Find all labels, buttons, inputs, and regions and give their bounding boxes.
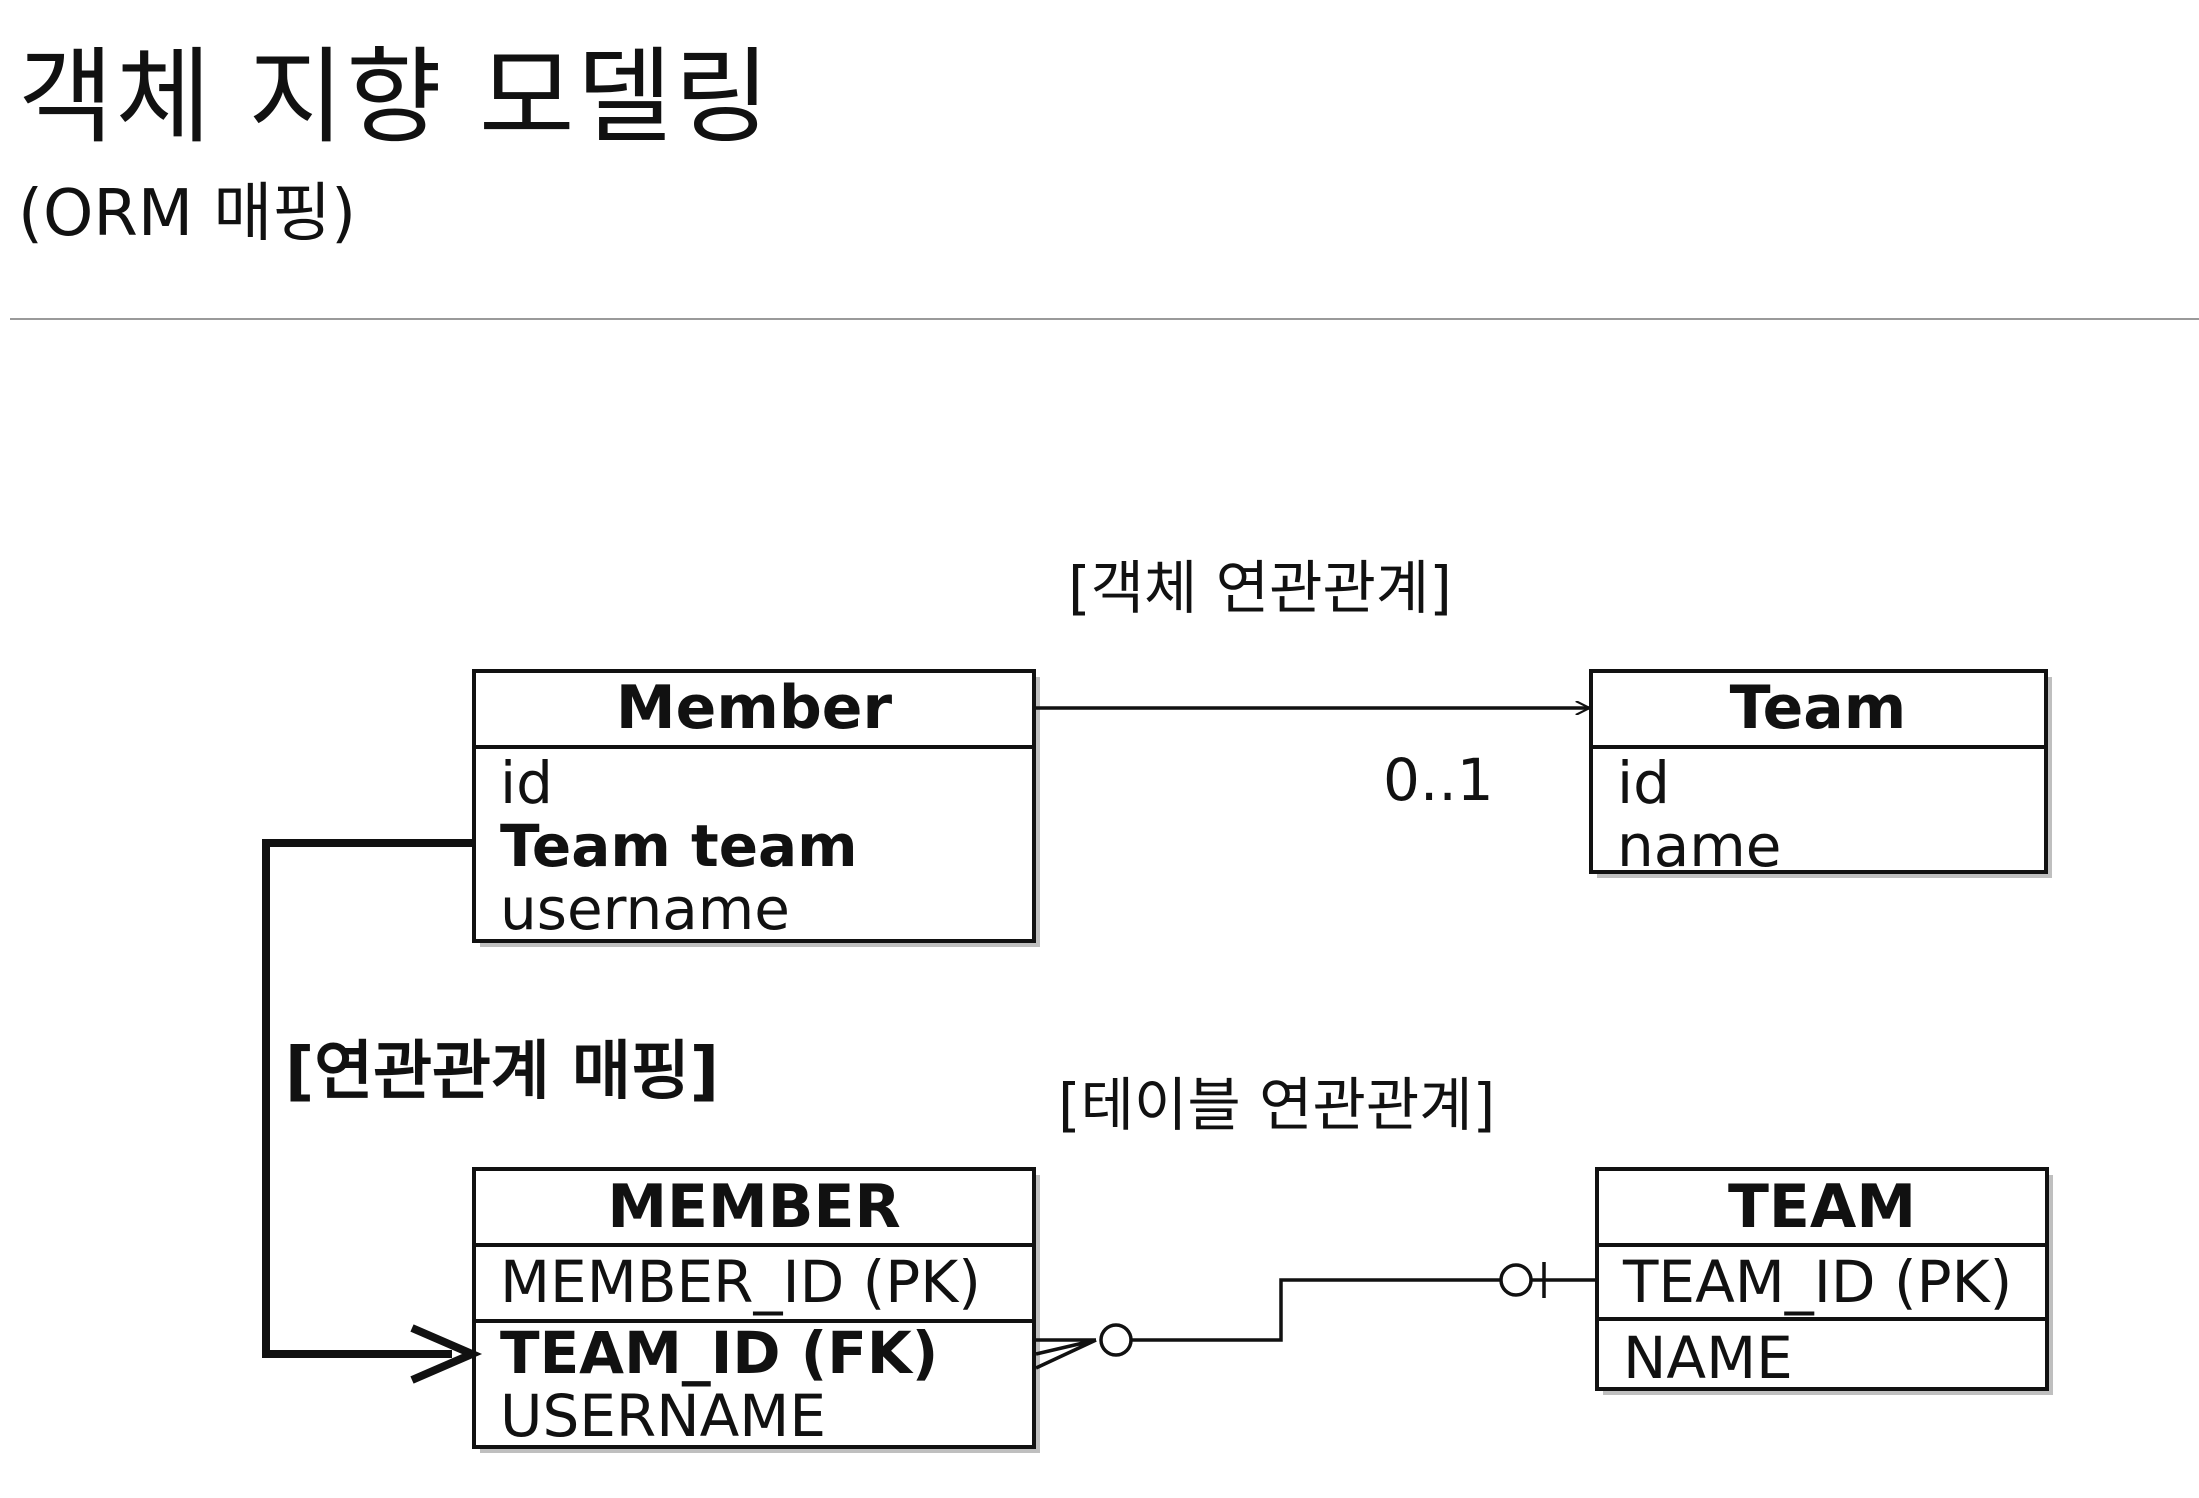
multiplicity-label: 0..1 [1383, 746, 1494, 814]
team-class-attr-id: id [1617, 749, 1670, 817]
member-table-attr-username: USERNAME [500, 1382, 826, 1450]
member-table-attr-member-id: MEMBER_ID (PK) [500, 1248, 981, 1316]
table-relationship-label: [테이블 연관관계] [1058, 1071, 1495, 1139]
member-table-box: MEMBER MEMBER_ID (PK) TEAM_ID (FK) USERN… [472, 1167, 1040, 1453]
object-relationship-label: [객체 연관관계] [1068, 554, 1452, 622]
header-divider [10, 318, 2199, 320]
mapping-arrow-head [410, 1324, 483, 1384]
team-class-attr-name: name [1617, 812, 1781, 880]
member-class-box: Member id Team team username [472, 669, 1040, 947]
member-table-attr-team-id: TEAM_ID (FK) [500, 1319, 938, 1387]
table-relationship-connector [1035, 1262, 1597, 1370]
member-class-attr-username: username [500, 875, 790, 943]
team-table-attr-team-id: TEAM_ID (PK) [1622, 1248, 2012, 1316]
team-table-attr-name: NAME [1623, 1324, 1793, 1392]
team-table-name: TEAM [1728, 1172, 1916, 1242]
team-table-box: TEAM TEAM_ID (PK) NAME [1595, 1167, 2053, 1395]
page-subtitle: (ORM 매핑) [18, 177, 357, 251]
team-class-name: Team [1730, 673, 1907, 743]
member-class-attr-team: Team team [500, 812, 858, 880]
mapping-arrow [262, 839, 474, 1358]
member-table-name: MEMBER [607, 1172, 900, 1242]
page-title: 객체 지향 모델링 [18, 36, 772, 158]
member-class-attr-id: id [500, 749, 553, 817]
member-class-name: Member [616, 673, 893, 743]
relationship-mapping-label: [연관관계 매핑] [285, 1035, 719, 1109]
team-class-box: Team id name [1589, 669, 2052, 880]
